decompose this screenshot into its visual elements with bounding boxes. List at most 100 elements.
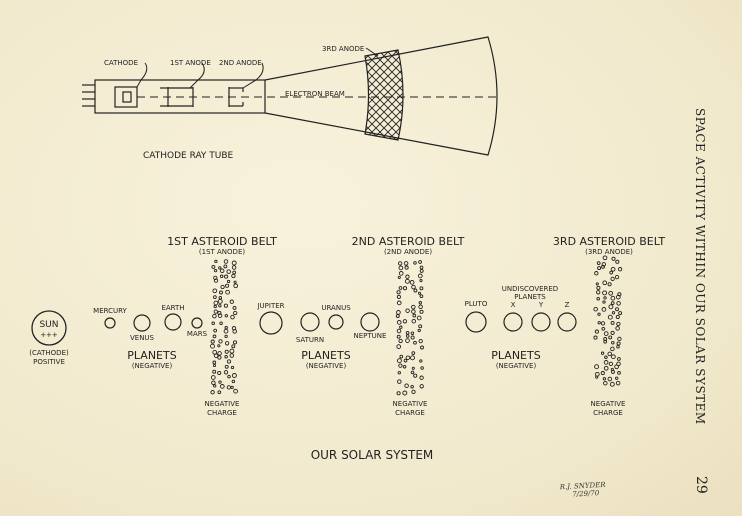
asteroid-particle (610, 266, 616, 272)
asteroid-particle (223, 370, 229, 375)
asteroid-particle (212, 360, 217, 365)
planet-venus (133, 314, 151, 332)
asteroid-particle (230, 314, 235, 320)
planets (104, 311, 577, 335)
crt-caption: CATHODE RAY TUBE (143, 151, 234, 161)
z-label: Z (565, 301, 570, 309)
asteroid-particle (217, 298, 223, 304)
asteroid-particle (213, 304, 217, 309)
asteroid-particle (601, 264, 605, 269)
asteroid-particle (217, 370, 222, 376)
asteroid-particle (617, 357, 621, 361)
asteroid-particle (417, 328, 421, 333)
asteroid-particle (607, 282, 612, 287)
signature: R.J. SNYDER 7/29/70 (560, 481, 607, 499)
asteroid-particle (610, 346, 615, 352)
asteroid-particle (615, 314, 620, 320)
asteroid-particle (219, 268, 225, 274)
asteroid-particle (217, 344, 221, 348)
asteroid-particle (615, 326, 620, 331)
asteroid-particle (602, 290, 608, 296)
asteroid-particle (608, 290, 614, 296)
asteroid-particle (217, 355, 222, 360)
asteroid-particle (217, 313, 223, 318)
belt-2-charge-1: NEGATIVE (393, 400, 428, 408)
asteroid-particle (226, 279, 231, 284)
asteroid-particle (618, 311, 623, 316)
asteroid-particle (223, 259, 229, 264)
asteroid-particle (210, 375, 216, 380)
asteroid-particle (213, 309, 218, 314)
asteroid-particle (212, 369, 217, 374)
asteroid-particle (405, 338, 410, 343)
earth-label: EARTH (161, 304, 184, 312)
asteroid-particle (601, 307, 607, 312)
asteroid-particle (608, 304, 614, 310)
asteroid-particle (396, 334, 401, 339)
asteroid-particle (214, 259, 218, 264)
asteroid-particle (232, 270, 237, 275)
belt-1-charge-2: CHARGE (207, 409, 237, 417)
asteroid-particle (609, 381, 615, 387)
asteroid-particle (413, 373, 418, 378)
page-number: 29 (693, 476, 709, 494)
planets-group-2-sub: (NEGATIVE) (306, 362, 347, 370)
belt-2-sub: (2ND ANODE) (384, 248, 432, 256)
asteroid-particle (416, 315, 422, 321)
saturn-label: SATURN (296, 336, 324, 344)
asteroid-particle (617, 371, 621, 375)
asteroid-particle (419, 286, 424, 291)
asteroid-particle (603, 296, 607, 300)
belt-1-sub: (1ST ANODE) (199, 248, 245, 256)
asteroid-particle (398, 286, 403, 290)
asteroid-particle (600, 351, 605, 355)
planet-pluto (465, 311, 487, 333)
asteroid-particle (610, 276, 615, 282)
neptune-label: NEPTUNE (354, 332, 387, 340)
asteroid-particle (396, 310, 401, 315)
asteroid-particle (213, 353, 219, 358)
asteroid-particle (597, 266, 602, 271)
asteroid-particle (402, 319, 408, 324)
asteroid-particle (410, 335, 415, 340)
asteroid-particle (410, 355, 415, 361)
planet-neptune (360, 312, 380, 332)
asteroid-particle (615, 376, 619, 380)
asteroid-particle (233, 280, 237, 284)
belt-1-particles (210, 259, 239, 395)
asteroid-particle (607, 376, 613, 382)
cathode-label: CATHODE (104, 59, 138, 67)
asteroid-particle (610, 295, 616, 301)
asteroid-particle (231, 344, 236, 349)
asteroid-particle (617, 267, 623, 272)
asteroid-particle (411, 366, 415, 370)
asteroid-particle (218, 295, 223, 300)
cathode-element (114, 86, 138, 108)
asteroid-particle (603, 360, 609, 365)
asteroid-particle (217, 310, 222, 316)
asteroid-particle (417, 273, 423, 279)
planet-x (503, 312, 523, 332)
asteroid-particle (211, 321, 215, 326)
asteroid-particle (233, 388, 238, 394)
third-anode-band (364, 49, 404, 141)
asteroid-particle (396, 294, 401, 299)
asteroid-particle (231, 273, 236, 279)
asteroid-particle (223, 303, 228, 308)
asteroid-particle (593, 306, 598, 312)
asteroid-particle (603, 380, 608, 386)
sun-role: (CATHODE) (29, 349, 69, 357)
asteroid-particle (226, 385, 232, 390)
asteroid-particle (609, 270, 614, 275)
planet-earth (164, 313, 182, 331)
asteroid-particle (405, 330, 410, 335)
asteroid-particle (419, 384, 424, 389)
third-anode-label: 3RD ANODE (322, 45, 364, 53)
asteroid-particle (595, 282, 599, 286)
asteroid-particle (419, 279, 423, 283)
asteroid-particle (603, 331, 609, 336)
asteroid-particle (602, 280, 608, 286)
asteroid-particle (410, 331, 415, 335)
asteroid-particle (232, 305, 237, 310)
